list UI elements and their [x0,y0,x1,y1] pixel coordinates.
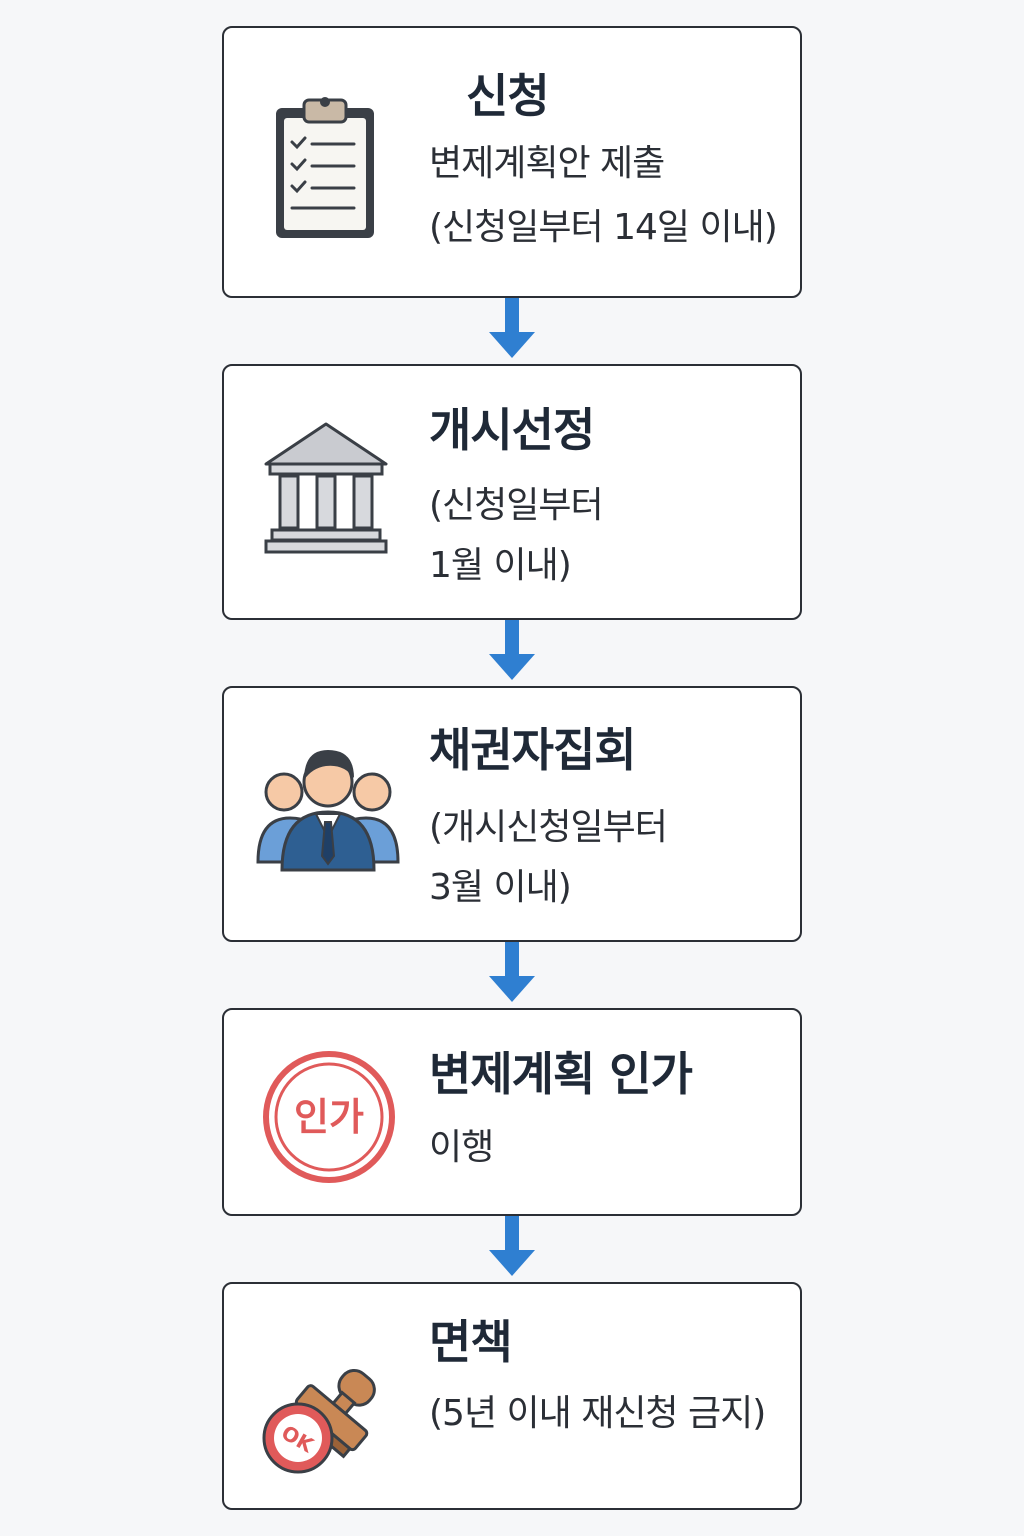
step-apply: 신청 변제계획안 제출 (신청일부터 14일 이내) [222,26,802,298]
step-creditors-meeting: 채권자집회 (개시신청일부터 3월 이내) [222,686,802,942]
step-commencement: 개시선정 (신청일부터 1월 이내) [222,364,802,620]
step-title: 신청 [466,69,550,123]
down-arrow-icon [489,1216,535,1276]
step-note: (개시신청일부터 3월 이내) [429,807,668,908]
clipboard-checklist-icon [276,97,374,238]
step-note: (신청일부터 1월 이내) [429,485,604,586]
step-discharge: OK 면책 (5년 이내 재신청 금지) [222,1282,802,1510]
down-arrow-icon [489,942,535,1002]
stamp-text: 인가 [294,1095,364,1139]
approval-stamp-icon: 인가 [263,1051,395,1183]
down-arrow-icon [489,620,535,680]
step-title: 개시선정 [429,403,595,457]
down-arrow-icon [489,298,535,358]
step-note: (5년 이내 재신청 금지) [429,1393,766,1434]
courthouse-icon [264,422,388,554]
step-plan-approval: 인가 변제계획 인가 이행 [222,1008,802,1216]
step-subtitle: 변제계획안 제출 [429,143,665,184]
ok-stamp-icon: OK [262,1368,376,1474]
creditors-group-icon [256,750,400,872]
step-note: (신청일부터 14일 이내) [429,207,778,248]
step-note: 이행 [429,1127,494,1168]
step-title: 면책 [429,1315,513,1369]
step-title: 채권자집회 [429,723,637,777]
step-title: 변제계획 인가 [429,1047,693,1101]
